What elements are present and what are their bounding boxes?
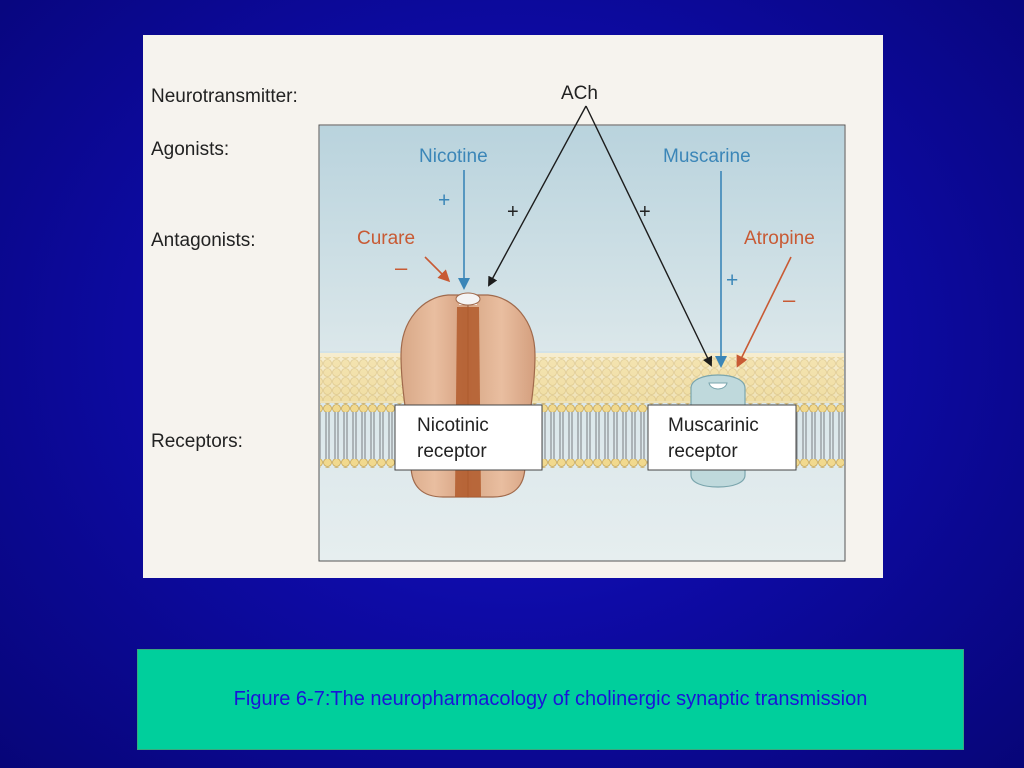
- curare-minus: –: [395, 255, 408, 280]
- ach-nicotinic-plus: +: [507, 201, 519, 223]
- muscarinic-receptor-label-line2: receptor: [668, 441, 738, 462]
- muscarine-plus: +: [726, 269, 738, 292]
- curare-arrow: [424, 256, 451, 283]
- agonist-muscarine-label: Muscarine: [663, 146, 751, 167]
- ach-muscarinic-plus: +: [639, 201, 651, 223]
- figure-panel: Neurotransmitter: Agonists: Antagonists:…: [143, 35, 883, 578]
- nicotinic-receptor-label-box: [394, 404, 543, 471]
- antagonist-atropine-label: Atropine: [744, 228, 815, 249]
- caption-box: Figure 6-7:The neuropharmacology of chol…: [137, 649, 964, 750]
- ach-to-muscarinic-arrow: [585, 105, 713, 367]
- vesicle-beads: [320, 357, 844, 401]
- membrane-inner-heads: [320, 459, 844, 468]
- membrane-outer-heads: [320, 403, 844, 412]
- agonist-nicotine-label: Nicotine: [419, 146, 488, 167]
- atropine-minus: –: [783, 287, 796, 312]
- cholinergic-diagram: Neurotransmitter: Agonists: Antagonists:…: [151, 83, 846, 562]
- row-label-agonists: Agonists:: [151, 139, 229, 160]
- figure-caption: Figure 6-7:The neuropharmacology of chol…: [233, 688, 868, 710]
- atropine-arrow: [736, 256, 792, 368]
- row-label-neurotransmitter: Neurotransmitter:: [151, 86, 298, 107]
- row-label-antagonists: Antagonists:: [151, 230, 256, 251]
- nicotinic-receptor-label-line2: receptor: [417, 441, 487, 462]
- antagonist-curare-label: Curare: [357, 228, 415, 249]
- nicotinic-receptor-label-line1: Nicotinic: [417, 415, 489, 436]
- extracellular-space: [320, 126, 844, 351]
- row-label-receptors: Receptors:: [151, 431, 243, 452]
- ach-label: ACh: [561, 83, 598, 104]
- nicotine-plus: +: [438, 189, 450, 212]
- muscarinic-receptor-label-line1: Muscarinic: [668, 415, 759, 436]
- ach-to-nicotinic-arrow: [488, 105, 587, 287]
- muscarinic-receptor-label-box: [647, 404, 797, 471]
